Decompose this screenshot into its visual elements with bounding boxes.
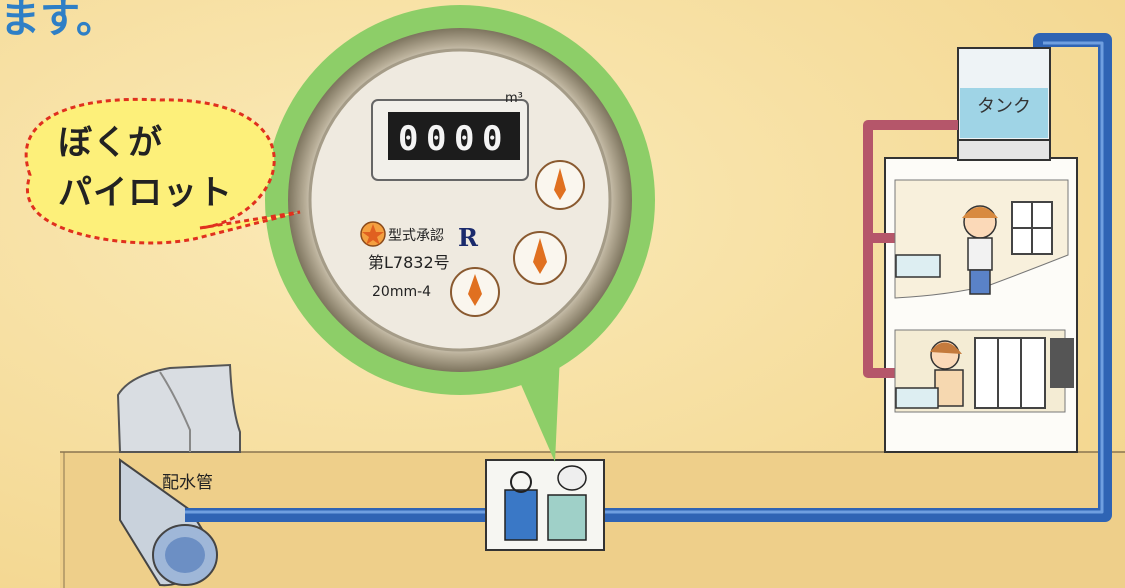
meter-plate-size: 20mm-4 bbox=[372, 284, 431, 300]
water-main-label: 配水管 bbox=[162, 468, 213, 493]
meter-box-meter-lid bbox=[558, 466, 586, 490]
pilot-star-icon bbox=[361, 222, 385, 246]
meter-dial-middle bbox=[514, 232, 566, 284]
water-main-pipe-hole bbox=[165, 537, 205, 573]
lower-counter bbox=[896, 388, 938, 408]
speech-bubble-line1: ぼくが bbox=[58, 118, 268, 168]
meter-box-meter bbox=[548, 495, 586, 540]
meter-brand-mark: R bbox=[458, 223, 479, 252]
building-roof bbox=[958, 140, 1050, 160]
meter-digit-3: 0 bbox=[454, 119, 474, 159]
upper-sink bbox=[896, 255, 940, 277]
meter-digit-1: 0 bbox=[398, 119, 418, 159]
meter-unit: m³ bbox=[505, 91, 523, 106]
lower-cabinet bbox=[975, 338, 1045, 408]
meter-plate-approval: 型式承認 bbox=[388, 228, 444, 244]
meter-digit-2: 0 bbox=[426, 119, 446, 159]
heading-fragment: ます。 bbox=[0, 0, 116, 44]
meter-digit-4: 0 bbox=[482, 119, 502, 159]
meter-box-valve bbox=[505, 490, 537, 540]
drain-gutter bbox=[118, 365, 240, 452]
speech-bubble-line2: パイロット bbox=[58, 168, 268, 218]
lower-appliance bbox=[1050, 338, 1074, 388]
meter-dial-bottom bbox=[451, 268, 499, 316]
speech-bubble-text: ぼくが パイロット bbox=[58, 118, 268, 218]
meter-plate-number: 第L7832号 bbox=[368, 253, 450, 272]
tank-label: タンク bbox=[965, 92, 1043, 118]
meter-dial-top bbox=[536, 161, 584, 209]
